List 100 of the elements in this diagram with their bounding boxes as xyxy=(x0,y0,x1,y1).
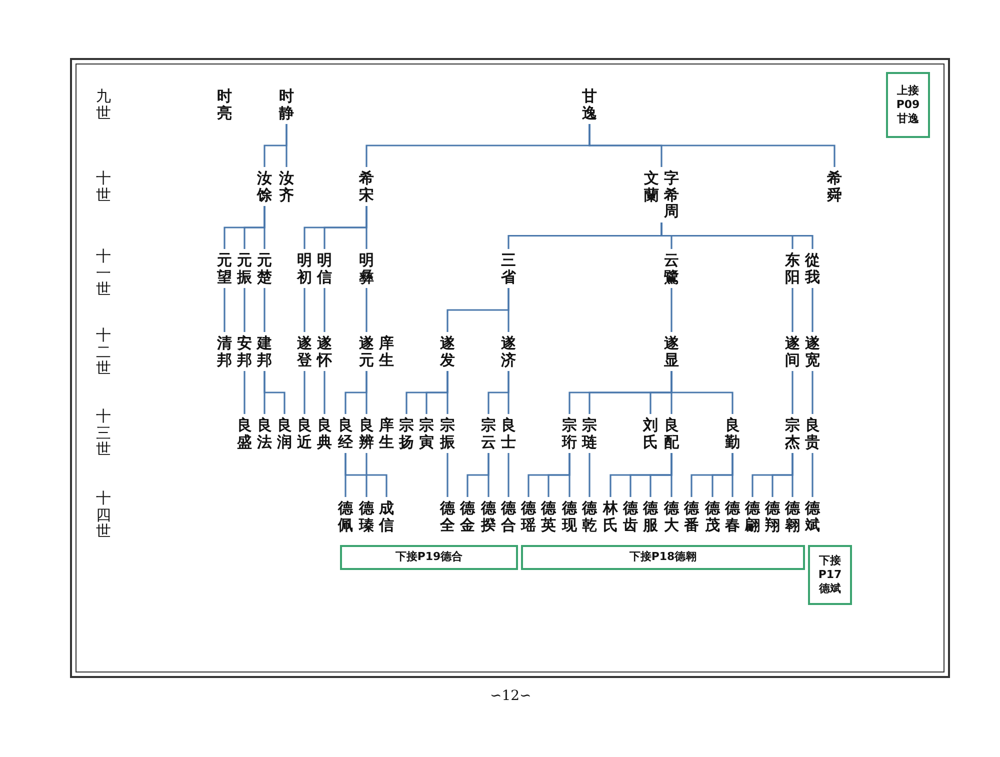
generation-label: 十世 xyxy=(96,170,111,203)
person-name: 宗杰 xyxy=(785,417,800,450)
person-name: 元振 xyxy=(237,252,252,285)
lineage-line xyxy=(670,371,734,414)
lineage-line xyxy=(304,371,306,414)
person-name: 德揆 xyxy=(481,500,496,533)
generation-label: 十一世 xyxy=(96,248,111,298)
person-name: 清邦 xyxy=(217,335,232,368)
generation-label: 十二世 xyxy=(96,327,111,376)
person-name: 建邦 xyxy=(257,335,272,368)
lineage-line xyxy=(792,288,794,332)
person-name: 德佩 xyxy=(338,500,353,533)
person-name: 云鷺 xyxy=(664,252,679,285)
person-name: 良配 xyxy=(664,417,679,450)
person-name: 宗扬 xyxy=(399,417,414,450)
page-number: ∽12∽ xyxy=(490,688,532,704)
generation-label: 十四世 xyxy=(96,490,111,540)
person-name: 良勤 xyxy=(725,417,740,450)
person-name: 德茂 xyxy=(705,500,720,533)
person-name: 德全 xyxy=(440,500,455,533)
person-name: 汝齐 xyxy=(279,170,294,203)
person-name: 遂发 xyxy=(440,335,455,368)
lineage-line xyxy=(446,371,448,414)
lineage-line xyxy=(286,124,288,167)
person-name: 遂宽 xyxy=(805,335,820,368)
person-name: 汝馀 xyxy=(257,170,272,203)
person-name: 明初 xyxy=(297,252,312,285)
lineage-line xyxy=(812,288,814,332)
person-name: 良润 xyxy=(277,417,292,450)
continuation-box: 下接P17德斌 xyxy=(808,545,852,605)
lineage-line xyxy=(446,453,448,497)
person-name: 良经 xyxy=(338,417,353,450)
person-name: 成信 xyxy=(379,500,394,533)
person-name: 德瑶 xyxy=(521,500,536,533)
person-name: 良典 xyxy=(317,417,332,450)
lineage-line xyxy=(508,288,510,332)
person-name: 宗珩 xyxy=(562,417,577,450)
person-name: 德春 xyxy=(725,500,740,533)
person-name: 宗振 xyxy=(440,417,455,450)
person-name: 元楚 xyxy=(257,252,272,285)
lineage-line xyxy=(812,453,814,497)
person-name: 文蘭 xyxy=(644,170,659,203)
person-name: 安邦 xyxy=(237,335,252,368)
person-name: 德翩 xyxy=(745,500,760,533)
lineage-line xyxy=(324,288,326,332)
person-name: 德乾 xyxy=(582,500,597,533)
person-name: 希舜 xyxy=(827,170,842,203)
person-name: 宗云 xyxy=(481,417,496,450)
person-name: 良贵 xyxy=(805,417,820,450)
person-name: 甘逸 xyxy=(582,88,597,121)
lineage-line xyxy=(366,288,368,332)
person-name: 东阳 xyxy=(785,252,800,285)
lineage-line xyxy=(732,453,734,497)
person-name: 德番 xyxy=(684,500,699,533)
lineage-line xyxy=(264,288,266,332)
continuation-box: 上接P09甘逸 xyxy=(886,72,930,138)
lineage-line xyxy=(792,453,794,497)
person-name: 良盛 xyxy=(237,417,252,450)
person-name: 良士 xyxy=(501,417,516,450)
person-name: 遂元 xyxy=(359,335,374,368)
person-name: 明彝 xyxy=(359,252,374,285)
lineage-line xyxy=(588,124,836,167)
person-name: 良辨 xyxy=(359,417,374,450)
lineage-line xyxy=(670,288,672,332)
title-note: 庠生 xyxy=(379,417,394,450)
lineage-line xyxy=(508,371,510,414)
person-name: 遂怀 xyxy=(317,335,332,368)
person-name: 遂登 xyxy=(297,335,312,368)
person-name: 德斌 xyxy=(805,500,820,533)
person-name: 良近 xyxy=(297,417,312,450)
generation-label: 十三世 xyxy=(96,408,111,458)
lineage-line xyxy=(366,206,368,249)
person-name: 刘氏 xyxy=(643,417,658,450)
lineage-line xyxy=(366,453,388,497)
person-name: 德金 xyxy=(460,500,475,533)
lineage-line xyxy=(366,371,368,414)
person-name: 时静 xyxy=(279,88,294,121)
lineage-line xyxy=(244,371,246,414)
person-name: 德大 xyxy=(664,500,679,533)
title-note: 庠生 xyxy=(379,335,394,368)
person-name: 林氏 xyxy=(603,500,618,533)
lineage-line xyxy=(670,453,672,497)
person-name: 德齿 xyxy=(623,500,638,533)
lineage-line xyxy=(812,371,814,414)
lineage-line xyxy=(304,288,306,332)
lineage-line xyxy=(224,288,226,332)
person-name: 遂显 xyxy=(664,335,679,368)
continuation-box: 下接P19德合 xyxy=(340,545,518,570)
lineage-line xyxy=(568,453,570,497)
lineage-line xyxy=(324,371,326,414)
person-name: 德翱 xyxy=(785,500,800,533)
person-name: 遂间 xyxy=(785,335,800,368)
person-name: 良法 xyxy=(257,417,272,450)
person-name: 德服 xyxy=(643,500,658,533)
lineage-line xyxy=(344,453,368,497)
lineage-line xyxy=(244,288,246,332)
lineage-line xyxy=(792,371,794,414)
person-name: 元望 xyxy=(217,252,232,285)
person-name: 德英 xyxy=(541,500,556,533)
person-name: 遂济 xyxy=(501,335,516,368)
